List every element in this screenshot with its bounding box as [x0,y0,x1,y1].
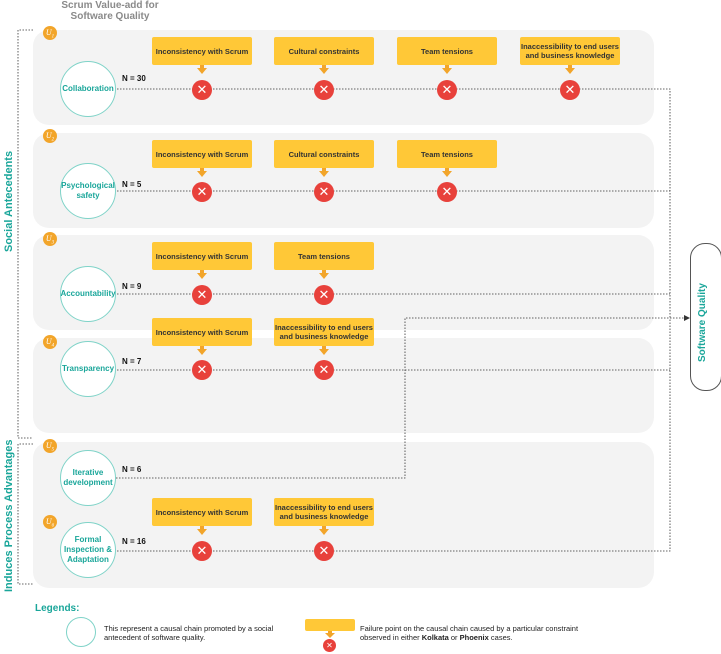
n-label: N = 6 [122,465,142,474]
constraint-stem [322,346,326,350]
failure-icon: ✕ [192,182,212,202]
constraint-arrow [442,171,452,177]
constraint-arrow [319,171,329,177]
legend-circle [66,617,96,647]
legend-circle-text: This represent a causal chain promoted b… [104,624,274,642]
constraint-box: Cultural constraints [274,140,374,168]
constraint-box: Inconsistency with Scrum [152,498,252,526]
failure-icon: ✕ [314,541,334,561]
failure-icon: ✕ [314,285,334,305]
badge-u1: U1 [43,26,57,40]
constraint-stem [322,65,326,69]
constraint-arrow [197,529,207,535]
constraint-stem [200,346,204,350]
legend-arrow [325,633,335,638]
constraint-arrow [319,273,329,279]
legend-failure-icon: ✕ [323,639,336,652]
constraint-stem [200,168,204,172]
constraint-stem [322,270,326,274]
constraint-stem [322,168,326,172]
constraint-stem [200,65,204,69]
antecedent-accountability: Accountability [60,266,116,322]
constraint-box: Cultural constraints [274,37,374,65]
legend-stem [328,631,332,633]
constraint-box: Inaccessibility to end users and busines… [274,318,374,346]
badge-u3: U3 [43,232,57,246]
failure-icon: ✕ [437,182,457,202]
failure-icon: ✕ [560,80,580,100]
antecedent-collaboration: Collaboration [60,61,116,117]
software-quality-label: Software Quality [697,283,708,362]
constraint-stem [568,65,572,69]
n-label: N = 5 [122,180,142,189]
badge-u5: U5 [43,439,57,453]
constraint-stem [445,168,449,172]
constraint-stem [200,526,204,530]
constraint-arrow [197,273,207,279]
constraint-arrow [565,68,575,74]
constraint-arrow [319,68,329,74]
constraint-stem [200,270,204,274]
constraint-box: Inconsistency with Scrum [152,318,252,346]
badge-u6: U6 [43,515,57,529]
constraint-arrow [442,68,452,74]
failure-icon: ✕ [192,541,212,561]
badge-u2: U2 [43,129,57,143]
failure-icon: ✕ [192,360,212,380]
constraint-stem [445,65,449,69]
legend-title: Legends: [35,603,80,614]
n-label: N = 30 [122,74,146,83]
constraint-box: Inconsistency with Scrum [152,140,252,168]
constraint-box: Team tensions [274,242,374,270]
n-label: N = 16 [122,537,146,546]
constraint-box: Inconsistency with Scrum [152,37,252,65]
failure-icon: ✕ [192,80,212,100]
constraint-arrow [319,529,329,535]
constraint-box: Team tensions [397,37,497,65]
constraint-box: Inaccessibility to end users and busines… [520,37,620,65]
failure-icon: ✕ [314,360,334,380]
constraint-arrow [197,171,207,177]
constraint-arrow [319,349,329,355]
antecedent-iterative-development: Iterative development [60,450,116,506]
row-band-transparency [33,338,654,433]
constraint-stem [322,526,326,530]
constraint-box: Inconsistency with Scrum [152,242,252,270]
software-quality-box [690,243,721,391]
failure-icon: ✕ [437,80,457,100]
constraint-arrow [197,68,207,74]
failure-icon: ✕ [314,182,334,202]
antecedent-psychological-safety: Psychological safety [60,163,116,219]
antecedent-formal-inspection: Formal Inspection & Adaptation [60,522,116,578]
legend-failure-text: Failure point on the causal chain caused… [360,624,579,642]
legend-constraint-box [305,619,355,631]
constraint-arrow [197,349,207,355]
n-label: N = 9 [122,282,142,291]
failure-icon: ✕ [192,285,212,305]
n-label: N = 7 [122,357,142,366]
constraint-box: Inaccessibility to end users and busines… [274,498,374,526]
antecedent-transparency: Transparency [60,341,116,397]
failure-icon: ✕ [314,80,334,100]
constraint-box: Team tensions [397,140,497,168]
badge-u4: U4 [43,335,57,349]
diagram-title: Scrum Value-add for Software Quality [61,0,159,22]
